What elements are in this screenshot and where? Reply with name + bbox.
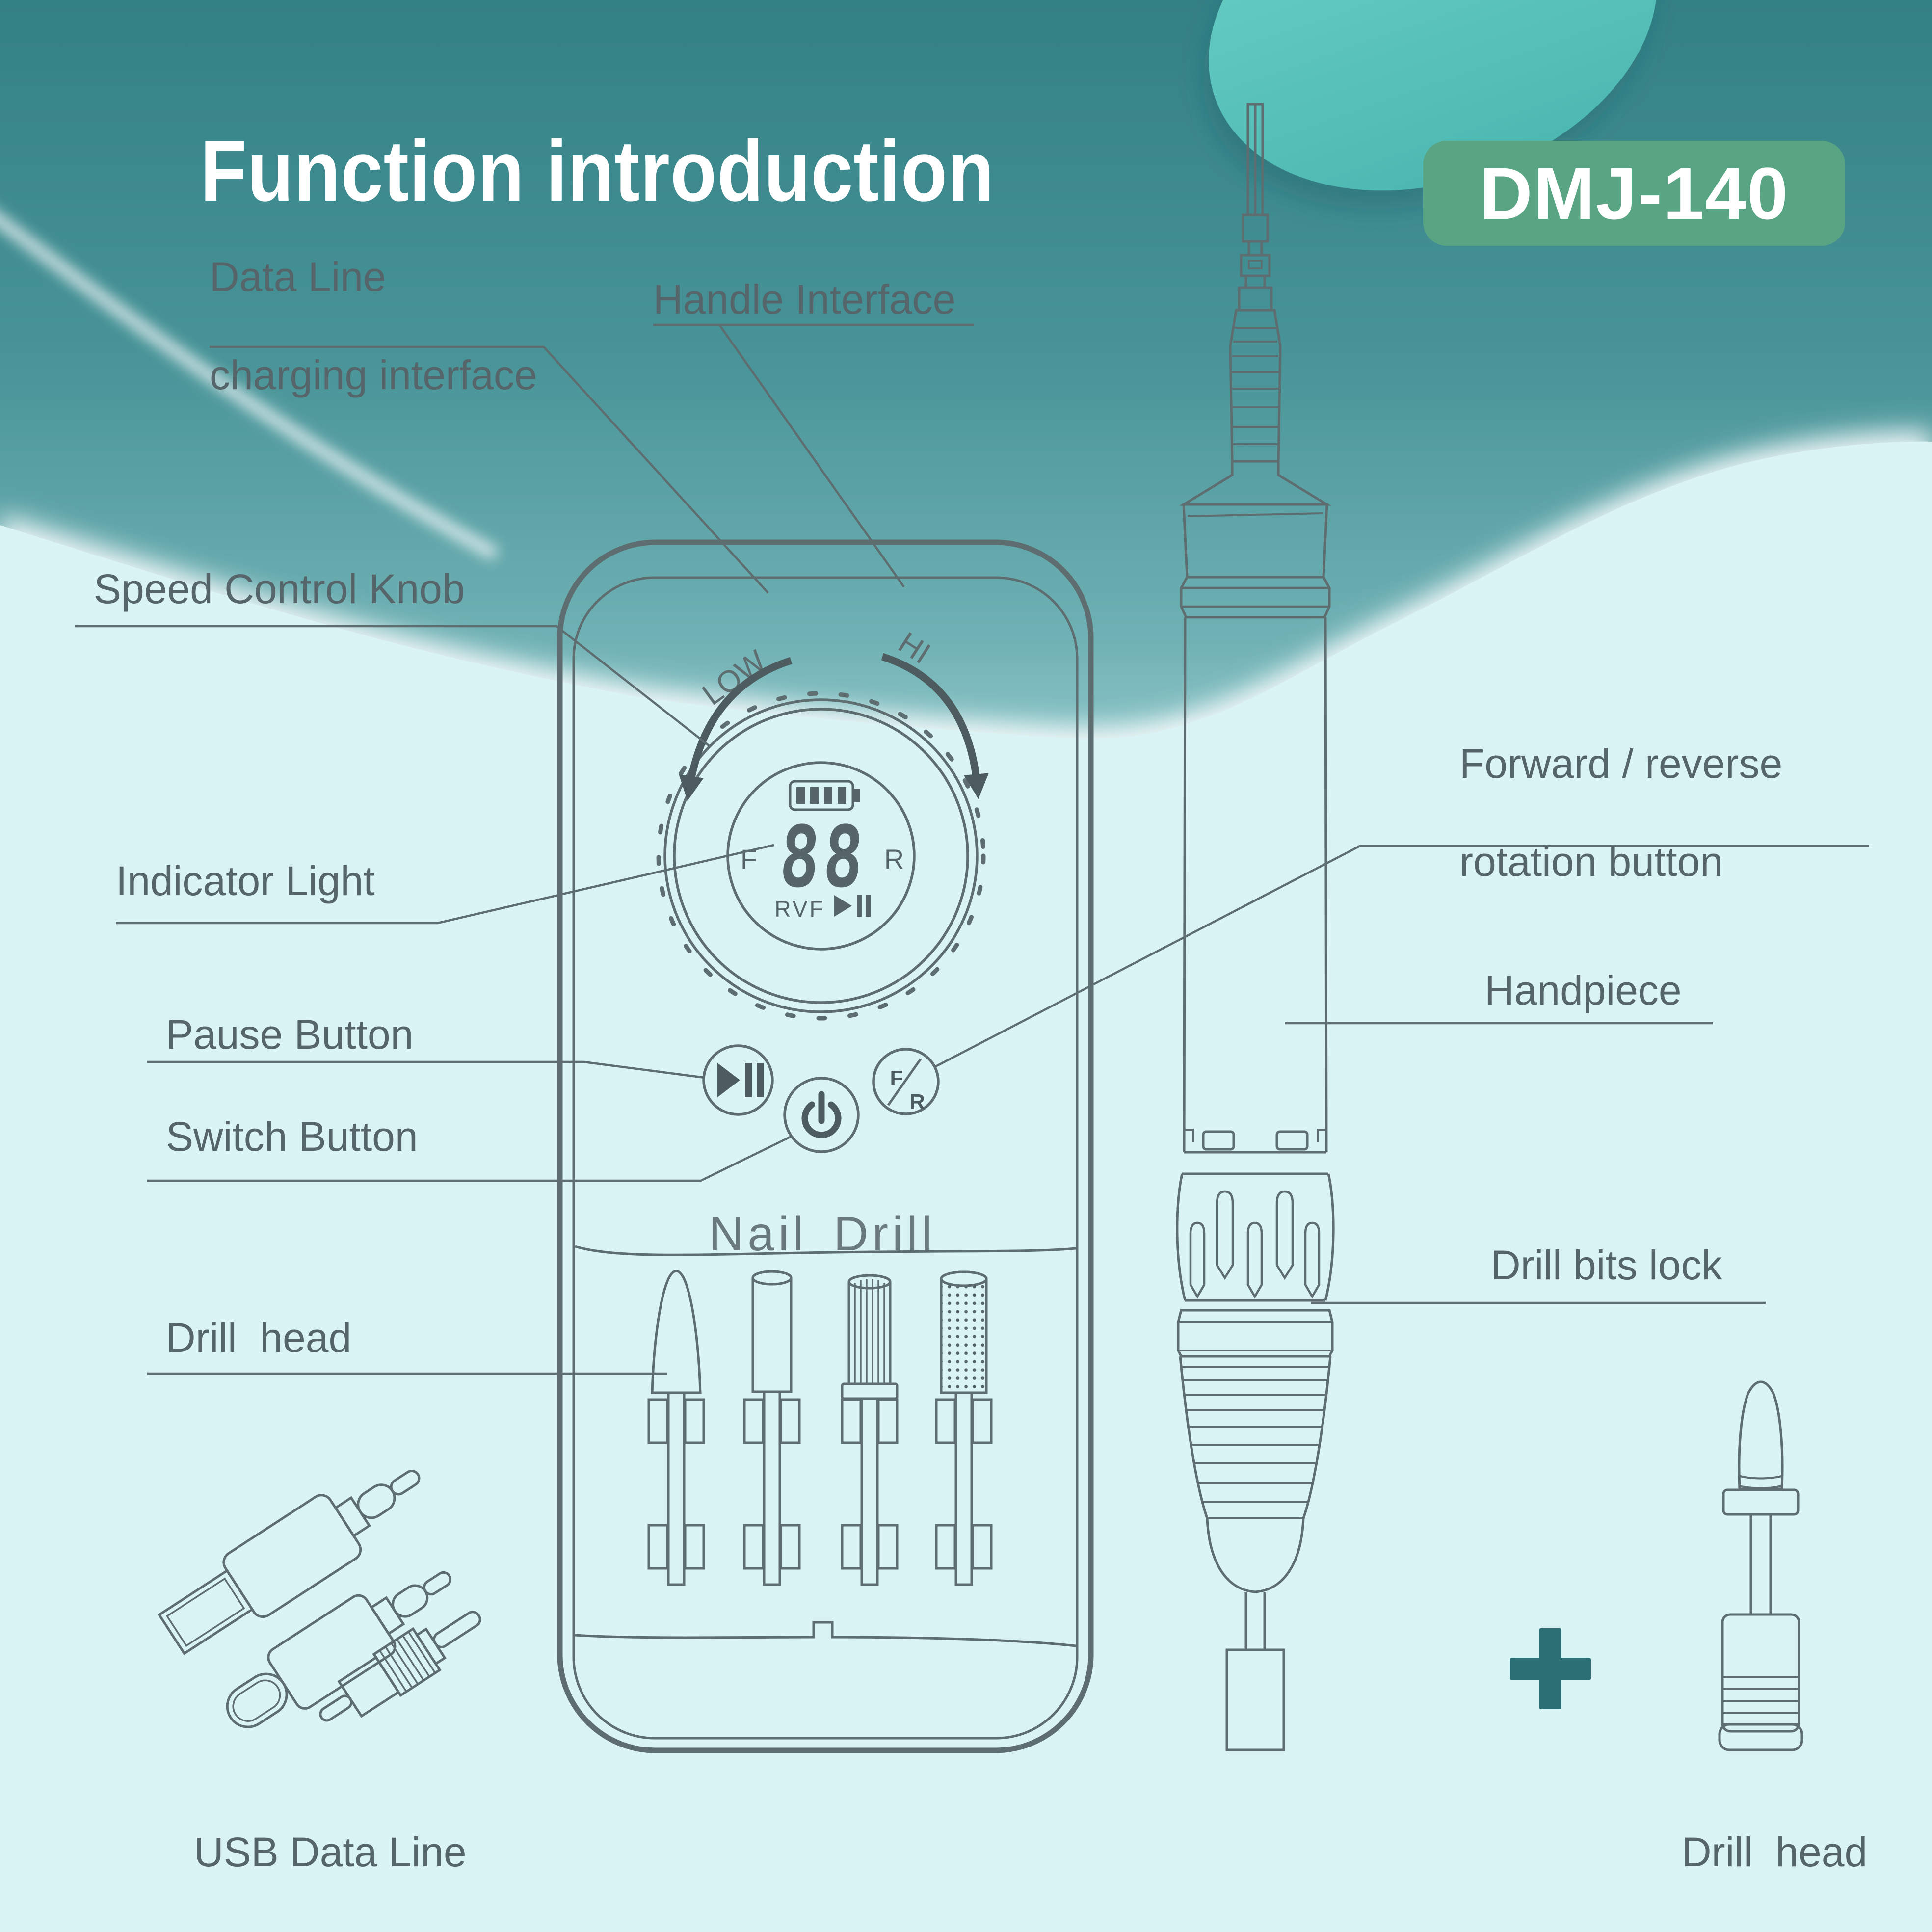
leader-handle-interface xyxy=(653,323,974,588)
leader-forward-reverse xyxy=(934,845,1869,1068)
tray-top-line xyxy=(575,1245,1076,1256)
drill-bit-fluted xyxy=(841,1274,899,1586)
page-title: Function introduction xyxy=(200,123,995,219)
usb-c-plug xyxy=(226,1571,452,1728)
leader-data-line xyxy=(210,345,769,594)
callout-forward-reverse-2: rotation button xyxy=(1459,839,1723,885)
fr-forward-letter: F xyxy=(890,1066,903,1090)
callout-pause-button: Pause Button xyxy=(166,1011,414,1058)
power-button-illustration xyxy=(783,1077,860,1153)
callout-handpiece: Handpiece xyxy=(1484,967,1682,1013)
drill-bit-sanding-band xyxy=(940,1270,988,1586)
display-play-pause-icon xyxy=(834,895,871,917)
device-inner-shell xyxy=(572,576,1079,1740)
knob-outer-ring xyxy=(663,698,979,1013)
aqua-blob xyxy=(1209,0,1657,191)
device-outer-shell xyxy=(557,539,1094,1753)
usb-a-plug xyxy=(157,1469,421,1655)
leader-switch-button xyxy=(147,1135,792,1182)
bit-tray xyxy=(575,1245,1076,1647)
caption-usb-data-line: USB Data Line xyxy=(194,1829,467,1875)
callout-data-line: Data Line charging interface xyxy=(210,252,537,399)
fr-button-illustration: F R xyxy=(872,1048,940,1115)
rotate-right-arrow-icon xyxy=(881,653,989,799)
usb-cable-set-illustration xyxy=(157,1469,481,1728)
display-mode-label: RVF xyxy=(774,896,825,922)
model-badge: DMJ-140 xyxy=(1423,141,1845,246)
bit-holder-clips xyxy=(647,1398,993,1570)
leader-speed-knob xyxy=(75,625,712,748)
leader-pause-button xyxy=(147,1060,705,1079)
display-forward-label: F xyxy=(741,844,757,874)
caption-drill-head: Drill head xyxy=(1682,1829,1868,1875)
light-wave-region xyxy=(0,441,1932,1932)
callout-indicator-light: Indicator Light xyxy=(116,858,375,904)
callout-drill-bits-lock: Drill bits lock xyxy=(1491,1242,1722,1288)
plus-icon xyxy=(1510,1628,1591,1709)
callout-switch-button: Switch Button xyxy=(166,1113,418,1160)
leader-indicator-light xyxy=(116,844,774,925)
callout-forward-reverse: Forward / reverse rotation button xyxy=(1459,739,1782,886)
knob-knurl-ring xyxy=(656,691,986,1021)
callout-data-line-2: charging interface xyxy=(210,352,537,398)
callout-handle-interface: Handle Interface xyxy=(653,276,956,322)
indicator-display: F R 88 RVF xyxy=(741,780,904,922)
highlight-swoosh xyxy=(0,213,499,560)
callout-forward-reverse-1: Forward / reverse xyxy=(1459,741,1783,787)
dc-plug xyxy=(319,1611,481,1722)
rotate-left-arrow-icon xyxy=(679,657,793,801)
battery-icon xyxy=(789,780,860,811)
callout-leader-lines xyxy=(75,323,1869,1375)
callout-speed-control-knob: Speed Control Knob xyxy=(94,566,465,612)
power-icon xyxy=(801,1091,842,1138)
tray-bottom-line xyxy=(575,1621,1076,1647)
knob-inner-ring xyxy=(673,708,969,1004)
callout-drill-head: Drill head xyxy=(166,1315,352,1361)
handpiece-illustration xyxy=(1176,103,1335,1751)
fr-reverse-letter: R xyxy=(909,1090,925,1114)
drill-bit-cone xyxy=(651,1270,702,1586)
spare-drill-head-illustration xyxy=(1718,1380,1803,1751)
callout-data-line-1: Data Line xyxy=(210,254,386,300)
drill-bit-barrel xyxy=(751,1270,793,1586)
play-pause-icon xyxy=(717,1063,764,1097)
display-digits: 88 xyxy=(777,809,871,906)
display-reverse-label: R xyxy=(884,844,904,874)
fr-slash-icon xyxy=(887,1058,922,1106)
pause-button-illustration xyxy=(702,1044,774,1116)
